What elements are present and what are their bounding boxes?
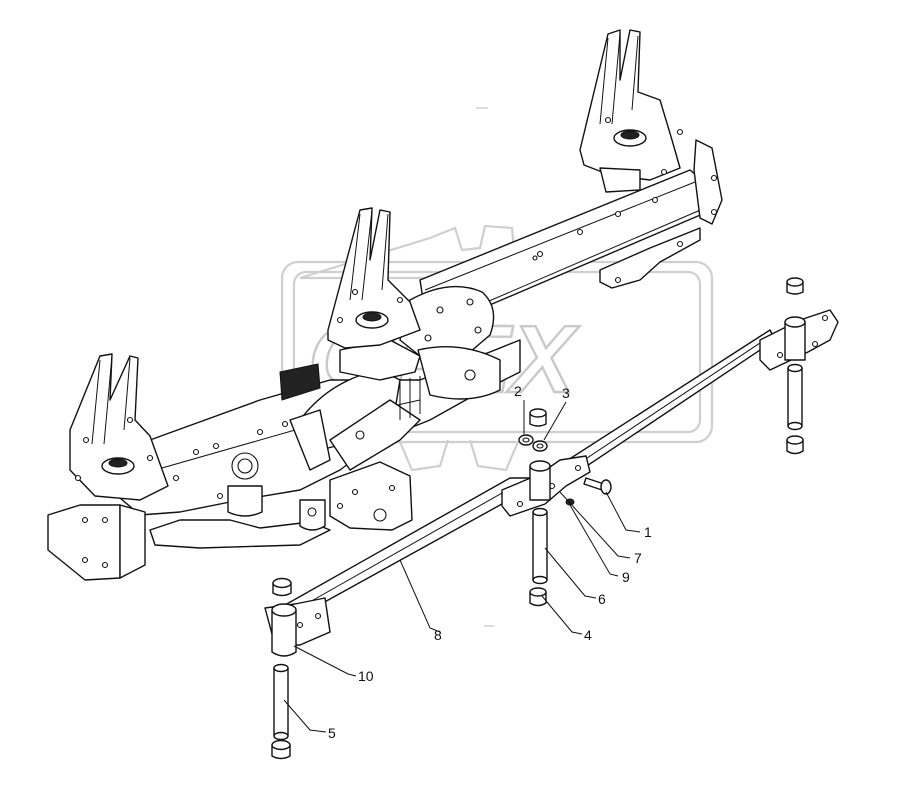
- callout-7: 7: [634, 550, 642, 566]
- bushing-top-center: [529, 408, 547, 427]
- callout-1: 1: [644, 524, 652, 540]
- pin-right: [787, 363, 803, 431]
- pivot-tube-10: [271, 609, 297, 657]
- hitch-tower-left: [69, 353, 169, 501]
- bushing-top-left: [272, 577, 292, 597]
- bar-assembly: [264, 309, 839, 657]
- nut-part-2: [518, 434, 534, 446]
- callout-3: 3: [562, 385, 570, 401]
- pin-part-5: [273, 663, 289, 741]
- callout-4: 4: [584, 627, 592, 643]
- hitch-tower-center: [327, 207, 421, 349]
- callouts: 1 2 3 4 5 6 7 8 9 10: [328, 383, 652, 741]
- callout-10: 10: [358, 668, 374, 684]
- bushing-bottom-left: [271, 739, 291, 760]
- small-parts: [271, 277, 804, 760]
- callout-2: 2: [514, 383, 522, 399]
- bushing-top-right: [786, 277, 804, 295]
- callout-6: 6: [598, 591, 606, 607]
- washer-part-3: [532, 440, 548, 452]
- callout-5: 5: [328, 725, 336, 741]
- callout-8: 8: [434, 627, 442, 643]
- pin-part-6: [532, 507, 548, 585]
- callout-9: 9: [622, 569, 630, 585]
- leader-lines: [283, 400, 641, 733]
- bushing-bottom-right: [786, 435, 804, 455]
- bolt-part-1: [583, 477, 612, 495]
- hitch-tower-right: [579, 29, 684, 193]
- main-frame: [47, 139, 723, 581]
- bushing-part-4: [529, 587, 547, 607]
